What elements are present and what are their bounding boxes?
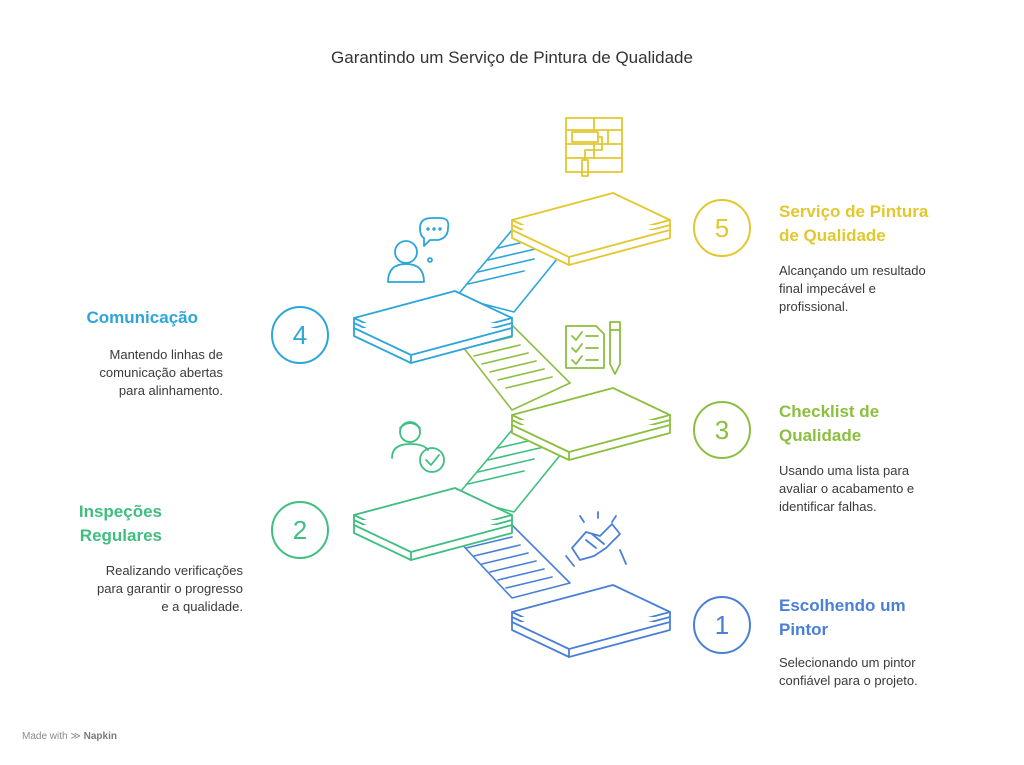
diagram-title: Garantindo um Serviço de Pintura de Qual… bbox=[331, 48, 693, 67]
step-3-title-line-2: Qualidade bbox=[779, 426, 862, 445]
step-5-description: Alcançando um resultado final impecável … bbox=[779, 262, 926, 316]
step-3-title: Checklist de Qualidade bbox=[779, 400, 879, 448]
step-5-desc-line-3: profissional. bbox=[779, 299, 849, 314]
step-1-title: Escolhendo um Pintor bbox=[779, 594, 906, 642]
step-4-description: Mantendo linhas de comunicação abertas p… bbox=[99, 346, 223, 400]
step-5-desc-line-1: Alcançando um resultado bbox=[779, 263, 926, 278]
step-2-desc-line-2: para garantir o progresso bbox=[97, 581, 243, 596]
step-number-1: 1 bbox=[715, 610, 729, 640]
step-3-desc-line-2: avaliar o acabamento e bbox=[779, 481, 915, 496]
step-2-title: Inspeções Regulares bbox=[79, 500, 162, 548]
checklist-pen-icon bbox=[565, 321, 621, 375]
platform-5 bbox=[511, 192, 671, 266]
step-5-title-line-2: de Qualidade bbox=[779, 226, 886, 245]
step-4-desc-line-1: Mantendo linhas de bbox=[109, 347, 223, 362]
number-circle-2: 2 bbox=[271, 501, 329, 559]
platform-2 bbox=[353, 487, 513, 561]
step-5-title-line-1: Serviço de Pintura bbox=[779, 202, 929, 221]
step-2-title-line-2: Regulares bbox=[79, 526, 162, 545]
platform-4 bbox=[353, 290, 513, 364]
step-1-title-line-2: Pintor bbox=[779, 620, 829, 639]
platform-3 bbox=[511, 387, 671, 461]
number-circle-3: 3 bbox=[693, 401, 751, 459]
person-check-icon bbox=[391, 421, 445, 473]
paint-roller-icon bbox=[565, 117, 623, 177]
made-with-label: Made with bbox=[22, 731, 68, 742]
step-4-desc-line-3: para alinhamento. bbox=[118, 383, 223, 398]
step-1-title-line-1: Escolhendo um bbox=[779, 596, 906, 615]
handshake-icon bbox=[565, 511, 627, 567]
footer-attribution: Made with ≫ Napkin bbox=[22, 731, 117, 742]
step-1-desc-line-1: Selecionando um pintor bbox=[779, 655, 916, 670]
step-2-desc-line-1: Realizando verificações bbox=[105, 563, 243, 578]
step-2-desc-line-3: e a qualidade. bbox=[161, 599, 243, 614]
step-4-title-line-1: Comunicação bbox=[86, 308, 198, 327]
step-2-description: Realizando verificações para garantir o … bbox=[97, 562, 243, 616]
step-3-description: Usando uma lista para avaliar o acabamen… bbox=[779, 462, 914, 516]
step-1-description: Selecionando um pintor confiável para o … bbox=[779, 654, 918, 690]
number-circle-5: 5 bbox=[693, 199, 751, 257]
person-chat-icon bbox=[387, 217, 450, 283]
step-number-4: 4 bbox=[293, 320, 307, 350]
napkin-logo-icon: ≫ bbox=[70, 731, 81, 742]
step-5-title: Serviço de Pintura de Qualidade bbox=[779, 200, 928, 248]
step-4-desc-line-2: comunicação abertas bbox=[99, 365, 223, 380]
step-5-desc-line-2: final impecável e bbox=[779, 281, 876, 296]
step-number-5: 5 bbox=[715, 213, 729, 243]
step-3-desc-line-1: Usando uma lista para bbox=[779, 463, 910, 478]
step-3-title-line-1: Checklist de bbox=[779, 402, 880, 421]
number-circle-4: 4 bbox=[271, 306, 329, 364]
step-1-desc-line-2: confiável para o projeto. bbox=[779, 673, 918, 688]
step-number-3: 3 bbox=[715, 415, 729, 445]
napkin-brand: Napkin bbox=[83, 731, 117, 742]
step-3-desc-line-3: identificar falhas. bbox=[779, 499, 877, 514]
step-2-title-line-1: Inspeções bbox=[78, 502, 162, 521]
platform-1 bbox=[511, 584, 671, 658]
step-number-2: 2 bbox=[293, 515, 307, 545]
number-circle-1: 1 bbox=[693, 596, 751, 654]
step-4-title: Comunicação bbox=[87, 306, 198, 330]
